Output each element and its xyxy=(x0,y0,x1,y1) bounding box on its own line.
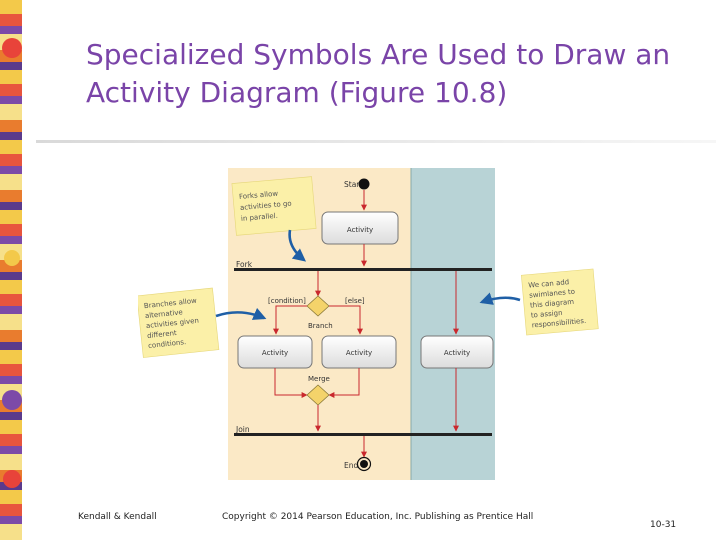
start-label: Start xyxy=(344,180,362,189)
note-arrow xyxy=(288,229,307,262)
flow-arrow xyxy=(273,305,307,335)
merge-label: Merge xyxy=(308,375,330,383)
note-swimlanes-line: this diagram xyxy=(530,298,575,310)
note-swimlanes-line: We can add xyxy=(528,278,570,290)
join-label: Join xyxy=(235,425,250,434)
condition-label: [condition] xyxy=(268,297,306,305)
activity-label: Activity xyxy=(346,349,372,357)
slide-title: Specialized Symbols Are Used to Draw an … xyxy=(86,36,696,112)
flow-arrow xyxy=(329,305,363,335)
activity-diagram: Start Activity Fork [condition] [else] B… xyxy=(136,168,599,480)
note-branches: Branches allow alternative activities gi… xyxy=(136,287,220,358)
note-arrow xyxy=(479,292,521,305)
note-branches-line: different xyxy=(147,329,178,340)
footer-copyright: Copyright © 2014 Pearson Education, Inc.… xyxy=(222,512,534,522)
start-node xyxy=(358,178,370,190)
join-bar xyxy=(234,433,492,436)
branch-decision-node xyxy=(306,295,330,317)
decorative-dot xyxy=(2,390,22,410)
activity-label: Activity xyxy=(347,226,373,234)
fork-bar xyxy=(234,268,492,271)
slide-title-line-1: Specialized Symbols Are Used to Draw an xyxy=(86,38,671,71)
note-swimlanes: We can add swimlanes to this diagram to … xyxy=(521,268,599,336)
activity-diagram-figure: Start Activity Fork [condition] [else] B… xyxy=(136,164,600,484)
note-branches-line: conditions. xyxy=(148,338,187,350)
activity-box xyxy=(420,335,494,369)
note-arrow xyxy=(215,307,267,320)
end-label: End xyxy=(344,461,358,470)
activity-label: Activity xyxy=(444,349,470,357)
title-divider xyxy=(36,140,716,143)
else-label: [else] xyxy=(345,297,365,305)
note-branches-line: alternative xyxy=(145,308,184,320)
decorative-dot xyxy=(3,470,21,488)
note-swimlanes-line: swimlanes to xyxy=(529,288,576,300)
fork-label: Fork xyxy=(236,260,253,269)
flow-arrow xyxy=(274,368,308,398)
decorative-dot xyxy=(2,38,22,58)
footer-authors: Kendall & Kendall xyxy=(78,512,157,522)
activity-box xyxy=(321,211,399,245)
note-forks: Forks allow activities to go in parallel… xyxy=(231,176,317,236)
branch-label: Branch xyxy=(308,322,333,330)
slide-title-line-2: Activity Diagram (Figure 10.8) xyxy=(86,76,508,109)
decorative-left-strip xyxy=(0,0,22,540)
decorative-dot xyxy=(4,250,20,266)
flow-arrow xyxy=(328,368,360,398)
footer-page-number: 10-31 xyxy=(650,520,677,530)
end-node-core xyxy=(360,460,368,468)
activity-label: Activity xyxy=(262,349,288,357)
note-swimlanes-line: to assign xyxy=(531,309,563,320)
note-forks-line: in parallel. xyxy=(241,212,278,223)
note-forks-line: Forks allow xyxy=(239,190,279,201)
end-node xyxy=(356,456,372,472)
